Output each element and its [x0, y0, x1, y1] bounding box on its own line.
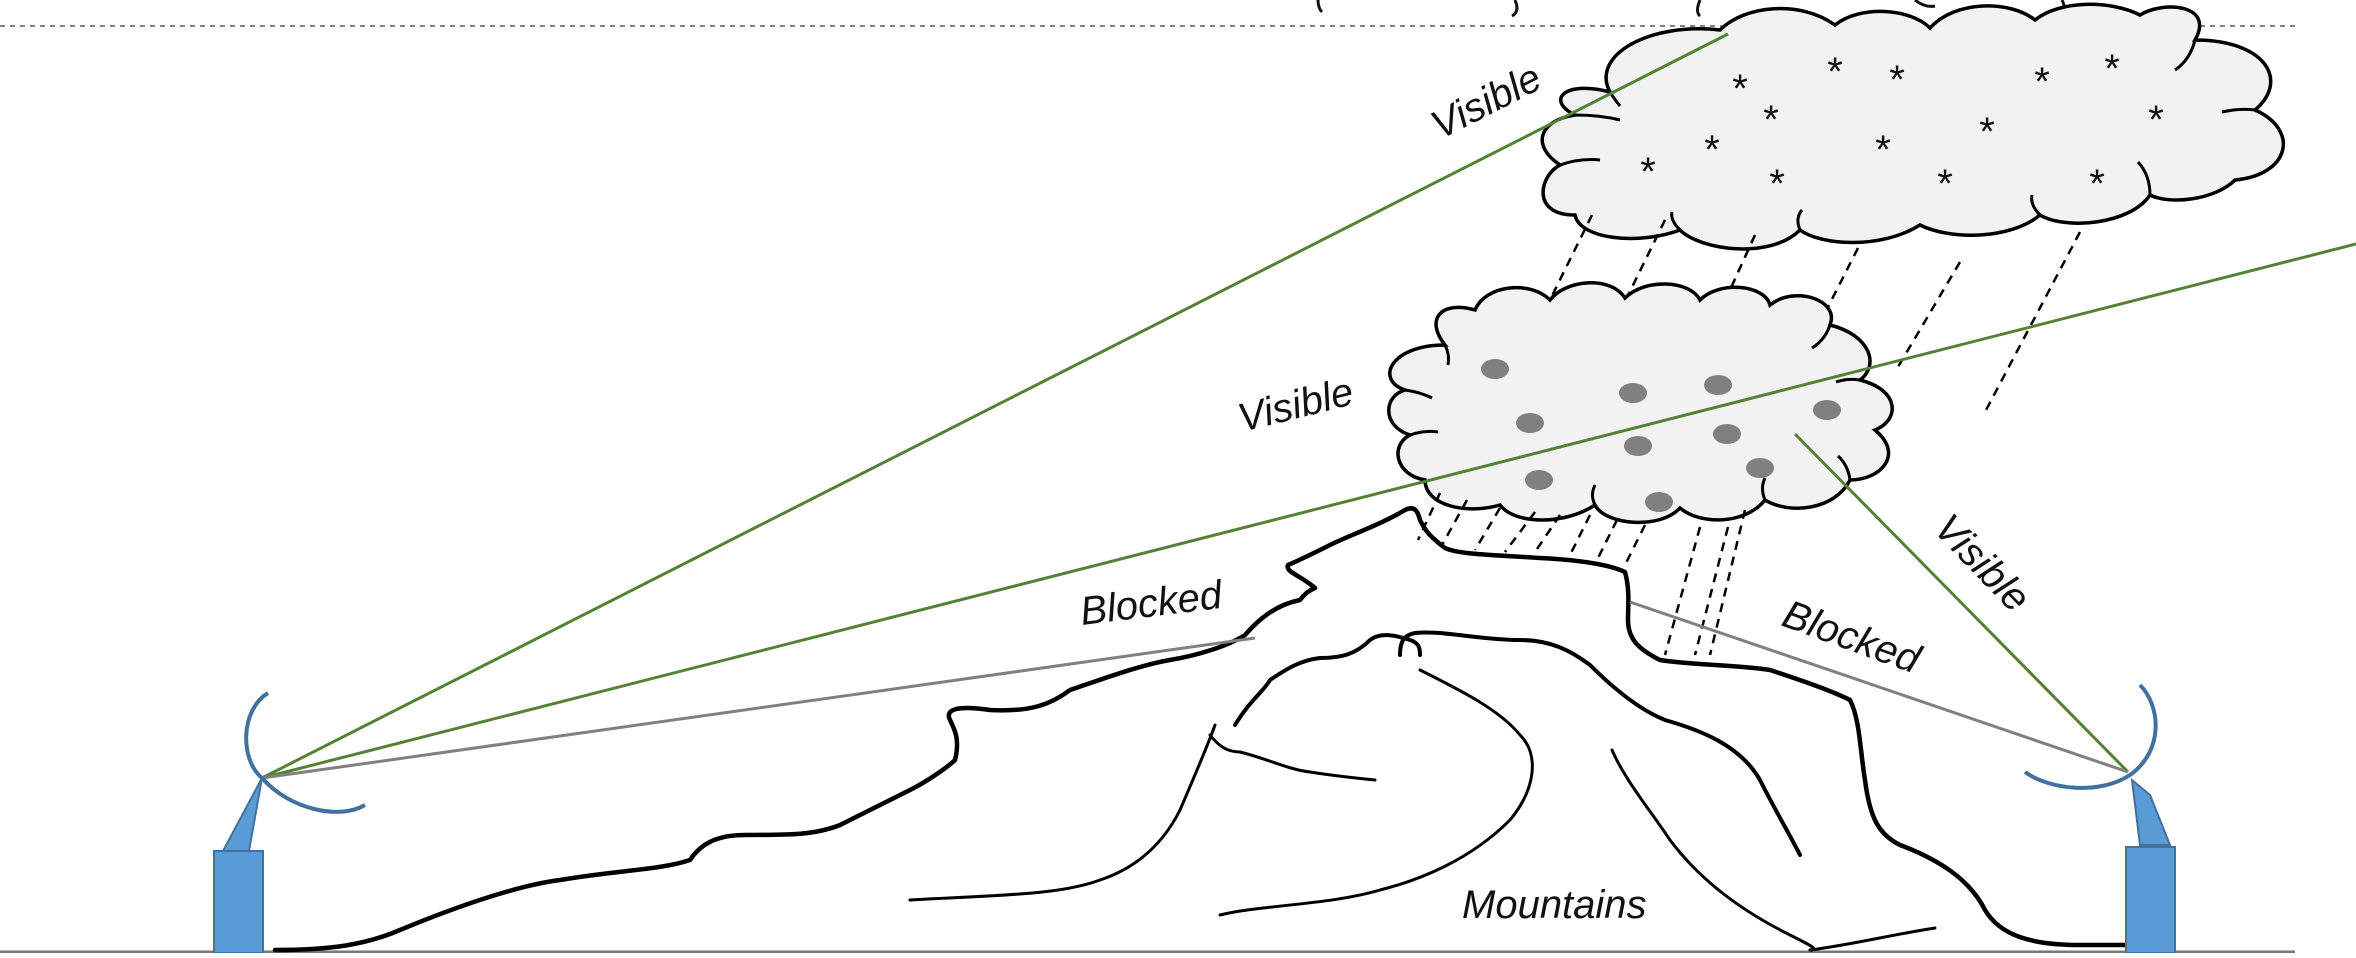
label-blocked-right: Blocked [1777, 592, 1927, 683]
snowflake-icon: * [1704, 128, 1720, 172]
radar-rays [261, 32, 2356, 780]
right-radar-dish [2023, 683, 2158, 790]
left-radar-dish [244, 691, 367, 814]
ray-visible-right [1793, 432, 2130, 774]
radar-dish-icon [2023, 683, 2176, 954]
rain-cloud [1387, 281, 1894, 525]
snowflake-icon: * [1827, 50, 1843, 94]
snowflake-icon: * [2148, 98, 2164, 142]
snowflakes: * * * * * * * * * * * * * * [1640, 47, 2164, 206]
snowflake-icon: * [2104, 47, 2120, 91]
snowflake-icon: * [1979, 110, 1995, 154]
rain-cloud-shape [1387, 281, 1894, 525]
label-visible-mid: Visible [1234, 370, 1358, 441]
label-visible-right: Visible [1926, 506, 2039, 621]
rain-precipitation-streaks [1416, 492, 1747, 656]
raindrop-icon [1525, 470, 1553, 490]
ray-blocked-left [261, 636, 1256, 780]
raindrops [1481, 359, 1841, 512]
left-radar-mast [221, 777, 263, 852]
snowflake-icon: * [1937, 162, 1953, 206]
radar-dish-icon [213, 691, 367, 954]
raindrop-icon [1516, 413, 1544, 433]
snowflake-icon: * [1769, 162, 1785, 206]
ray-visible-mid [261, 242, 2356, 780]
right-radar-mast [2130, 777, 2172, 846]
raindrop-icon [1713, 424, 1741, 444]
raindrop-icon [1645, 492, 1673, 512]
right-radar-tower [2125, 846, 2176, 954]
raindrop-icon [1704, 375, 1732, 395]
snowflake-icon: * [1875, 128, 1891, 172]
raindrop-icon [1624, 436, 1652, 456]
label-mountains: Mountains [1462, 883, 1647, 927]
snowflake-icon: * [2089, 162, 2105, 206]
ray-blocked-right [1629, 600, 2129, 774]
raindrop-icon [1746, 458, 1774, 478]
mountain-outline [272, 506, 2128, 953]
snowflake-icon: * [2034, 60, 2050, 104]
left-radar-tower [213, 850, 264, 954]
ray-visible-high [261, 32, 1729, 780]
label-blocked-left: Blocked [1078, 573, 1226, 634]
snowflake-icon: * [1889, 58, 1905, 102]
raindrop-icon [1619, 383, 1647, 403]
snowflake-icon: * [1732, 67, 1748, 111]
snow-cloud-shape [1540, 2, 2285, 251]
raindrop-icon [1481, 359, 1509, 379]
snowflake-icon: * [1763, 98, 1779, 142]
raindrop-icon [1813, 400, 1841, 420]
snow-cloud: * * * * * * * * * * * * * * [1540, 2, 2285, 251]
mountains [272, 506, 2128, 953]
snowflake-icon: * [1640, 150, 1656, 194]
